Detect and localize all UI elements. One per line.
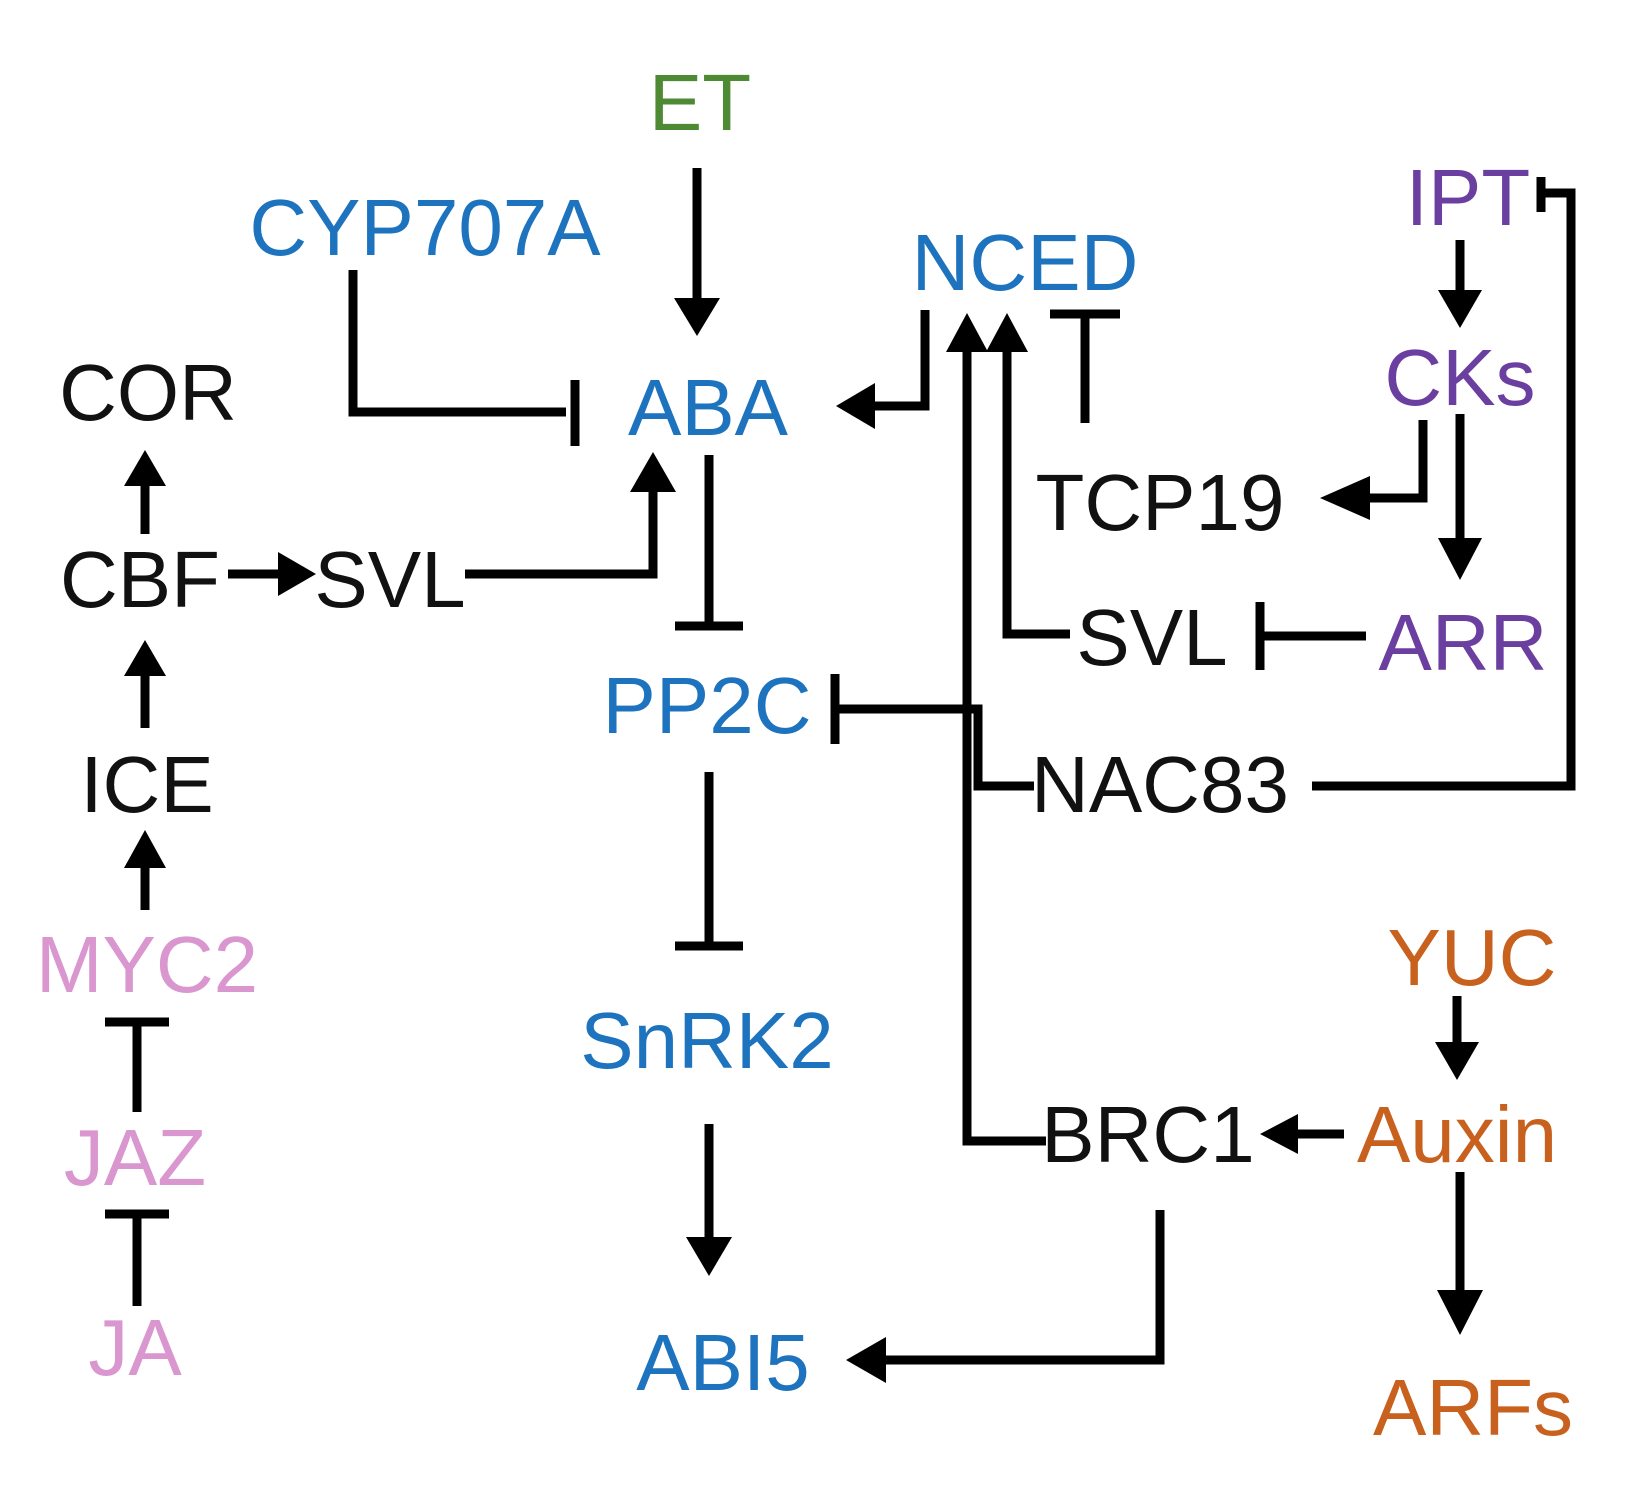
node-yuc: YUC <box>1388 913 1557 1002</box>
node-nced: NCED <box>912 218 1139 307</box>
edge-ice-cbf <box>124 640 166 728</box>
edge-pp2c-snrk2 <box>675 772 743 951</box>
node-arr: ARR <box>1379 598 1548 687</box>
edge-cbf-cor <box>124 450 166 534</box>
edge-aba-pp2c <box>675 455 743 631</box>
edge-cyp707a-aba <box>348 270 580 446</box>
edge-arr-svlright <box>1255 602 1366 670</box>
node-tcp19: TCP19 <box>1036 458 1285 547</box>
node-myc2: MYC2 <box>36 920 258 1009</box>
node-cor: COR <box>59 348 237 437</box>
node-svl-right: SVL <box>1076 593 1227 682</box>
edge-myc2-ice <box>124 830 166 910</box>
node-brc1: BRC1 <box>1041 1090 1254 1179</box>
node-svl-left: SVL <box>314 535 465 624</box>
node-nac83: NAC83 <box>1031 740 1289 829</box>
node-ja: JA <box>88 1303 182 1392</box>
edge-cbf-svl <box>228 552 316 596</box>
node-aba: ABA <box>628 363 789 452</box>
node-cks: CKs <box>1384 333 1535 422</box>
edge-ja-jaz <box>105 1209 169 1306</box>
node-snrk2: SnRK2 <box>580 996 833 1085</box>
edge-brc1-nced <box>946 313 1046 1146</box>
node-arfs: ARFs <box>1373 1363 1573 1452</box>
edge-nac83-pp2c <box>830 674 1034 791</box>
edge-snrk2-abi5 <box>686 1124 732 1276</box>
edge-auxin-brc1 <box>1260 1114 1344 1154</box>
node-cyp707a: CYP707A <box>249 183 601 272</box>
node-ipt: IPT <box>1406 153 1530 242</box>
edge-jaz-myc2 <box>105 1017 169 1112</box>
node-abi5: ABI5 <box>636 1318 809 1407</box>
edge-yuc-auxin <box>1435 996 1479 1080</box>
edge-auxin-arfs <box>1437 1172 1483 1335</box>
node-cbf: CBF <box>60 535 220 624</box>
node-et: ET <box>649 58 751 147</box>
edge-svlright-nced <box>986 313 1070 639</box>
edge-brc1-abi5 <box>846 1210 1165 1383</box>
edge-cks-arr <box>1438 414 1482 580</box>
edge-et-aba <box>674 168 720 336</box>
node-jaz: JAZ <box>64 1113 206 1202</box>
node-ice: ICE <box>80 740 213 829</box>
edge-svl-aba <box>465 452 676 579</box>
edge-tcp19-nced <box>1050 309 1120 423</box>
node-auxin: Auxin <box>1357 1090 1557 1179</box>
edge-cks-tcp19 <box>1320 420 1428 520</box>
node-pp2c: PP2C <box>603 661 812 750</box>
edge-nced-aba <box>836 310 930 429</box>
edge-ipt-cks <box>1438 240 1482 328</box>
edge-nac83-ipt <box>1312 177 1576 791</box>
